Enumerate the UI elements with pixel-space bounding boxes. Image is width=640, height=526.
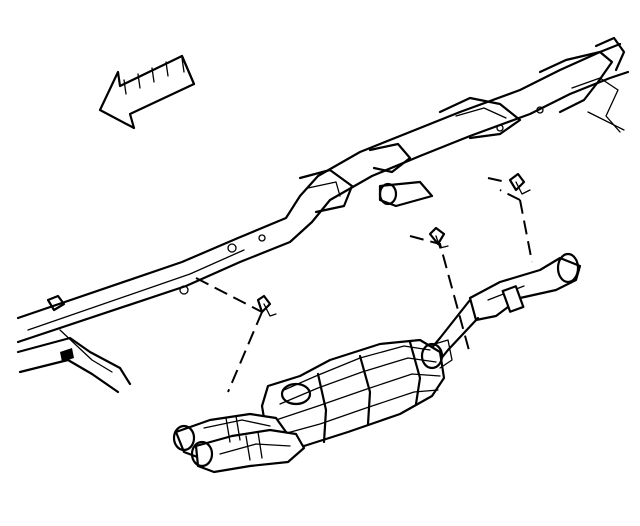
vehicle-frame xyxy=(16,36,630,394)
alignment-lines xyxy=(195,177,533,393)
exhaust-hanger-brackets xyxy=(256,172,531,317)
front-exhaust-pipes xyxy=(172,412,306,474)
tailpipe xyxy=(428,252,582,362)
front-direction-arrow xyxy=(98,54,196,130)
muffler xyxy=(260,338,453,448)
